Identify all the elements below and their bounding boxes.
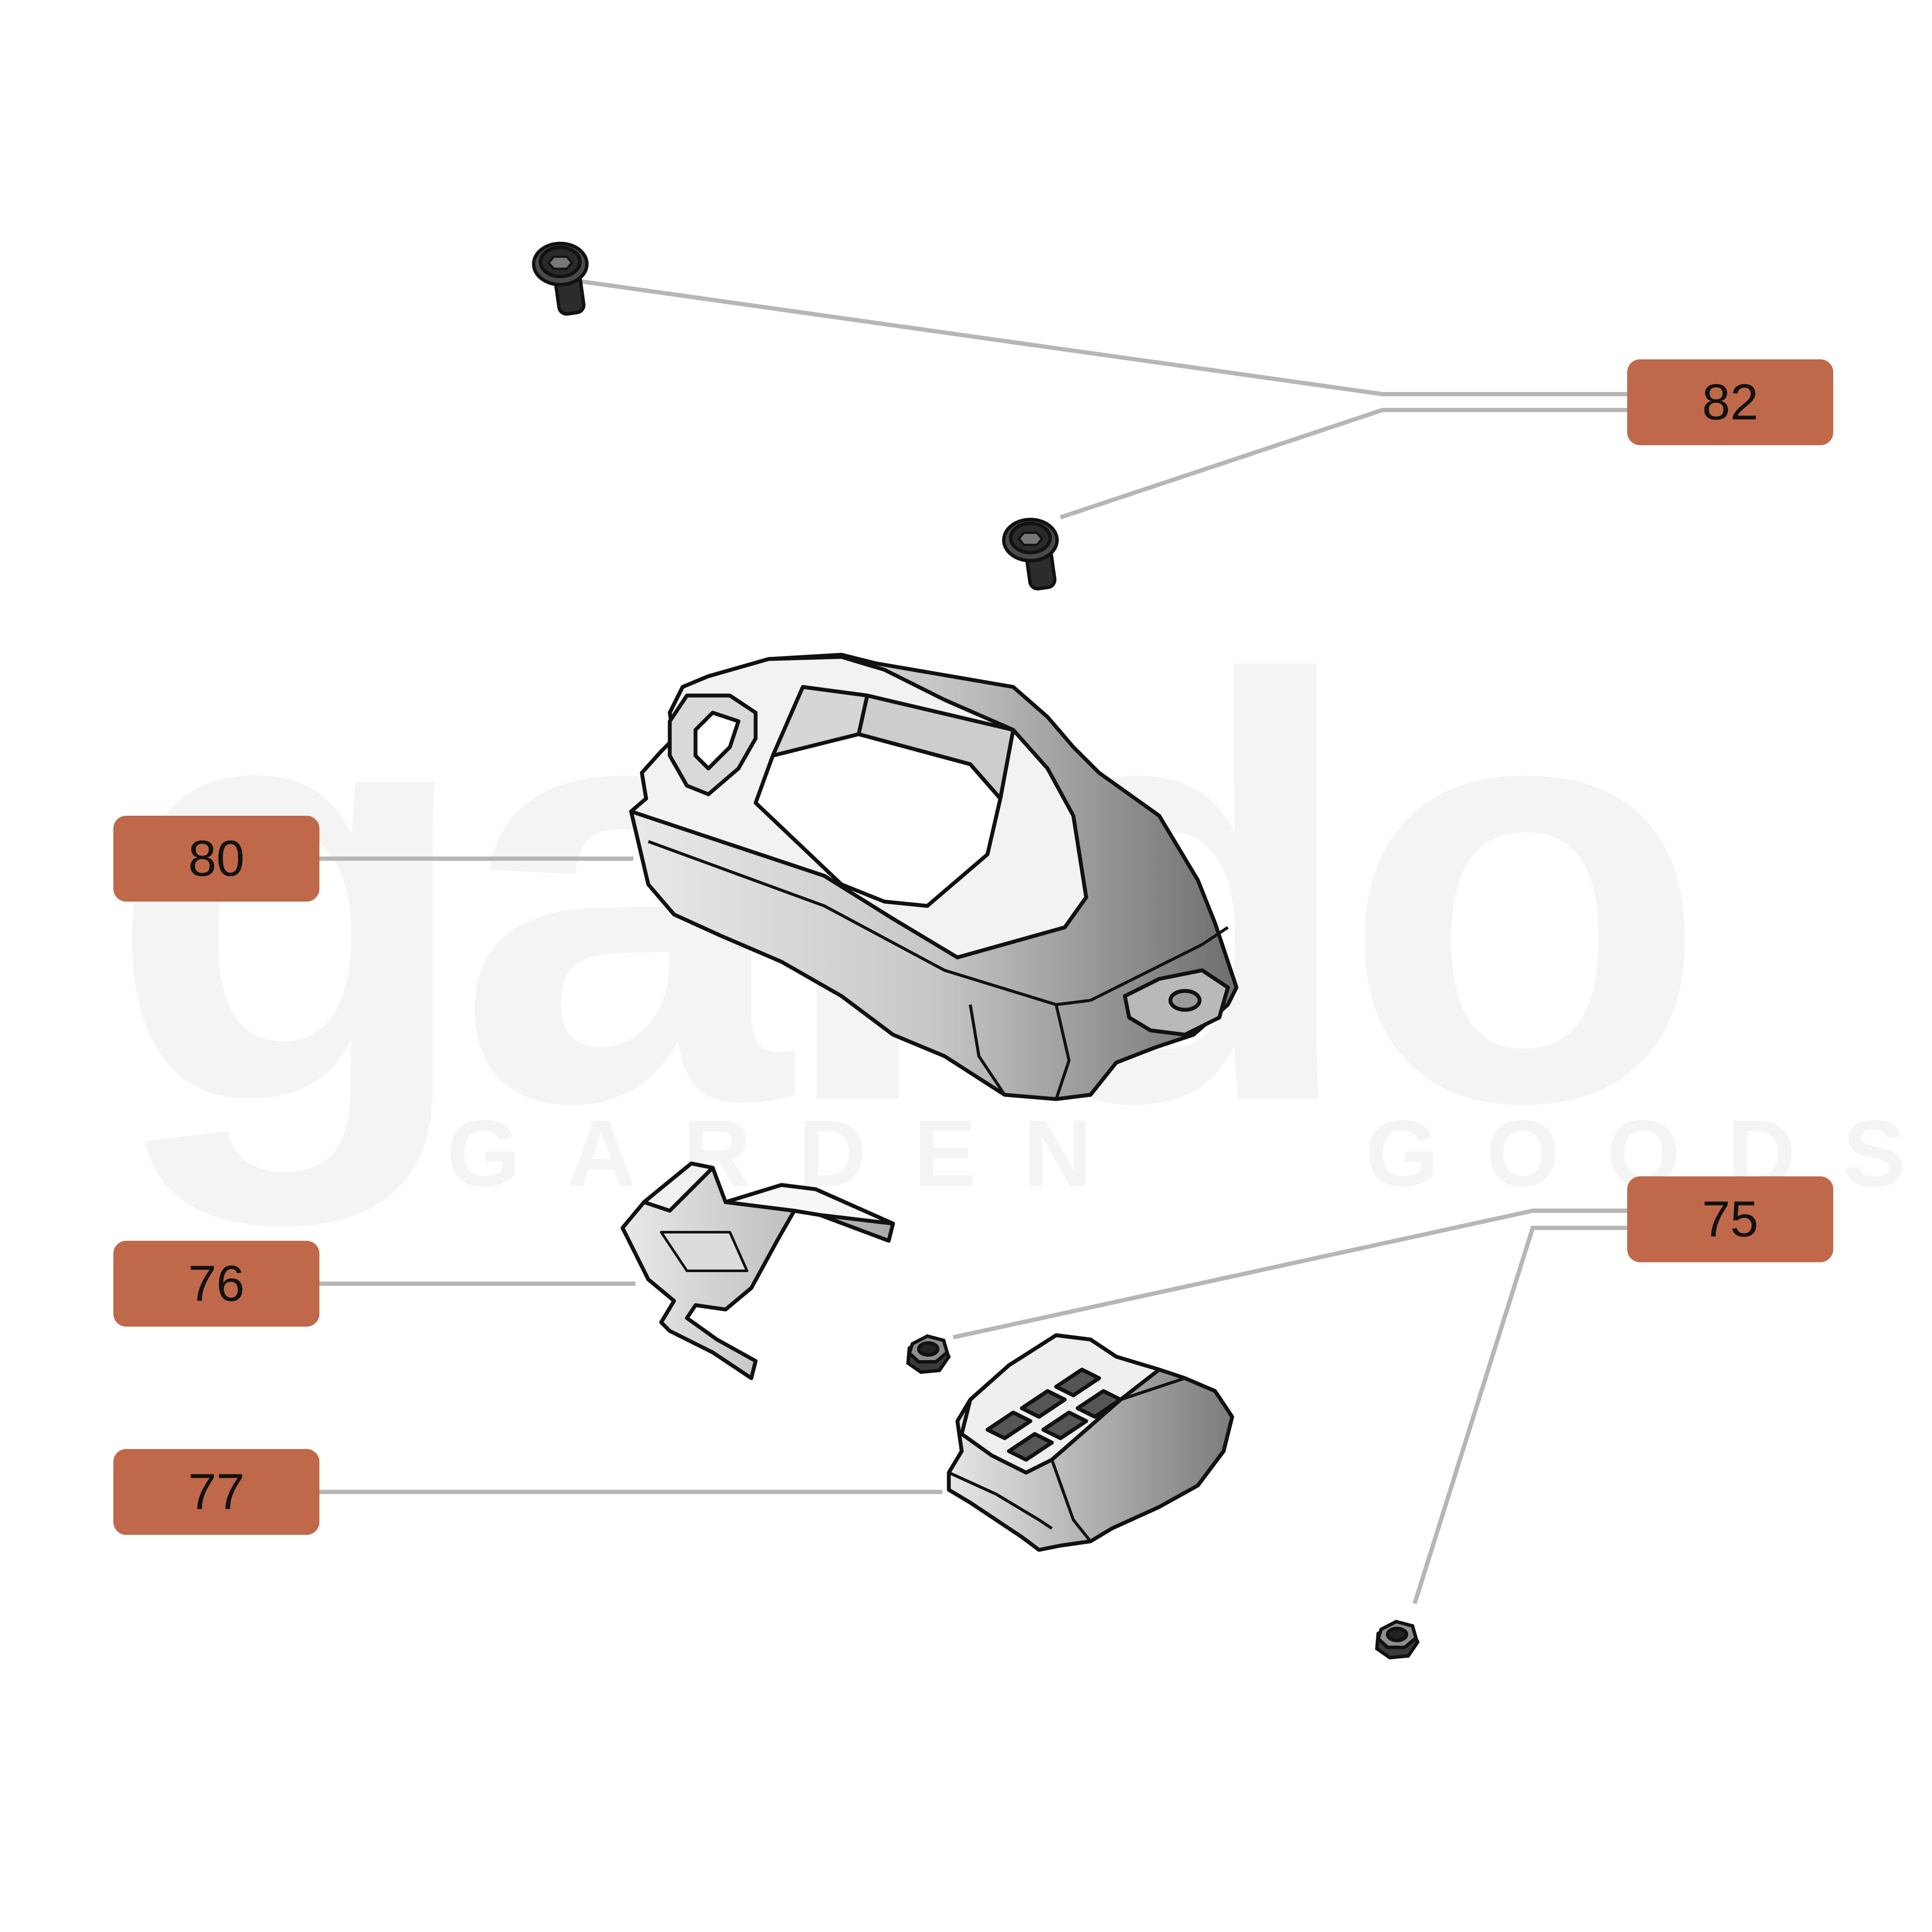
leader-lines bbox=[318, 279, 1627, 1604]
leader-line-75a bbox=[952, 1209, 1627, 1340]
hex-nut-75-upper bbox=[906, 1334, 951, 1374]
screw-82-upper bbox=[532, 242, 589, 316]
callout-80: 80 bbox=[113, 816, 319, 902]
hex-nut-75-lower bbox=[1375, 1619, 1420, 1660]
callout-76: 76 bbox=[113, 1241, 319, 1327]
screw-82-lower bbox=[1002, 518, 1059, 591]
connector-block-77 bbox=[947, 1333, 1234, 1552]
bracket-76 bbox=[620, 1161, 895, 1380]
leader-line-82a bbox=[579, 279, 1627, 396]
housing-cover-80 bbox=[629, 653, 1239, 1101]
callout-75: 75 bbox=[1627, 1176, 1833, 1262]
leader-line-82b bbox=[1060, 408, 1627, 519]
callout-77: 77 bbox=[113, 1449, 319, 1535]
leader-line-75b bbox=[1413, 1226, 1627, 1604]
callout-82: 82 bbox=[1627, 359, 1833, 445]
